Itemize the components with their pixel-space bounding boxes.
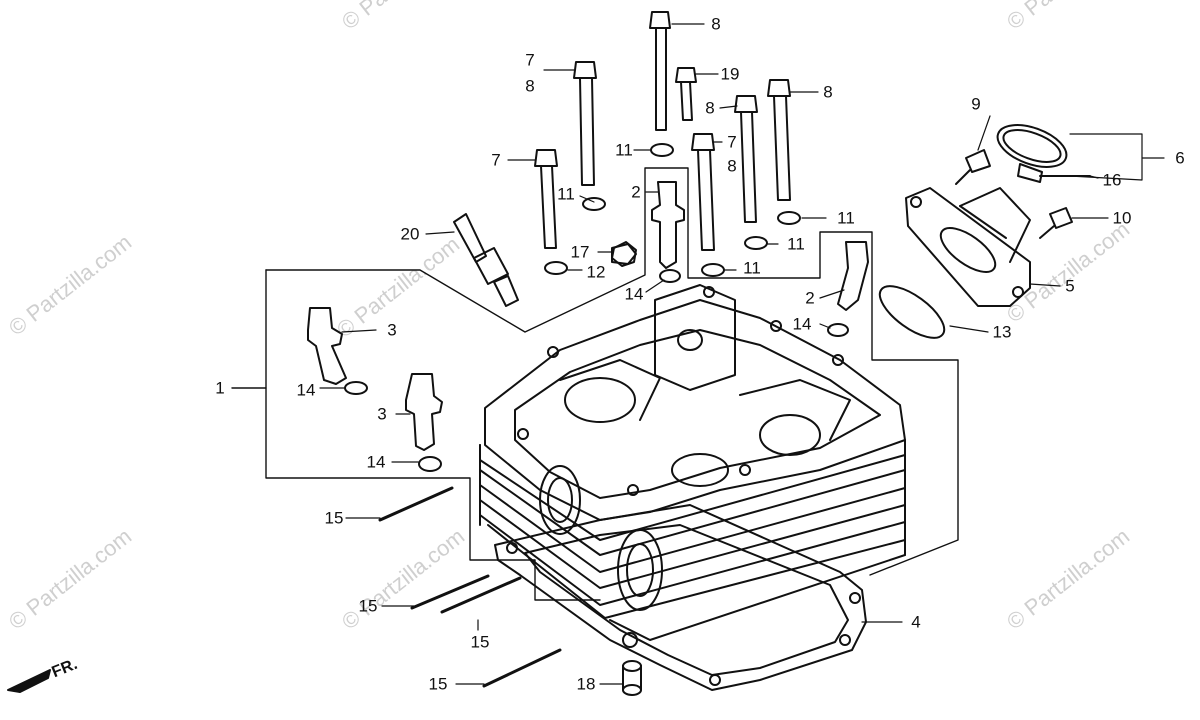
callout-7: 7	[491, 150, 501, 170]
callout-9: 9	[971, 94, 981, 114]
callout-14: 14	[624, 284, 644, 304]
callout-1: 1	[215, 378, 225, 398]
dowel-pin	[622, 660, 642, 696]
o-rings	[344, 269, 849, 472]
hose-clamp	[955, 124, 1091, 239]
callout-14: 14	[296, 380, 316, 400]
nut-17	[611, 241, 637, 267]
callout-15: 15	[470, 632, 490, 652]
callout-18: 18	[576, 674, 596, 694]
cylinder-head	[479, 284, 906, 648]
callout-8: 8	[823, 82, 833, 102]
callout-14: 14	[792, 314, 812, 334]
callout-3: 3	[377, 404, 387, 424]
intake-pipe	[878, 187, 1031, 339]
callout-11: 11	[787, 234, 805, 254]
callout-12: 12	[586, 262, 606, 282]
callout-7: 7	[727, 132, 737, 152]
callout-8: 8	[727, 156, 737, 176]
assembly-bracket-1	[231, 167, 959, 601]
callout-11: 11	[837, 208, 855, 228]
valve-guides	[307, 181, 869, 451]
callout-17: 17	[570, 242, 590, 262]
callout-20: 20	[400, 224, 420, 244]
callout-8: 8	[711, 14, 721, 34]
callout-15: 15	[324, 508, 344, 528]
head-bolts	[534, 11, 791, 251]
callout-11: 11	[557, 184, 575, 204]
callout-14: 14	[366, 452, 386, 472]
spark-plug	[453, 213, 519, 307]
callout-4: 4	[911, 612, 921, 632]
leader-lines	[319, 23, 1165, 685]
callout-2: 2	[805, 288, 815, 308]
callout-15: 15	[358, 596, 378, 616]
callout-15: 15	[428, 674, 448, 694]
callout-11: 11	[615, 140, 633, 160]
callout-6: 6	[1175, 148, 1185, 168]
callout-11: 11	[743, 258, 761, 278]
callout-7: 7	[525, 50, 535, 70]
callout-5: 5	[1065, 276, 1075, 296]
washers	[544, 143, 801, 277]
callout-13: 13	[992, 322, 1012, 342]
callout-19: 19	[720, 64, 740, 84]
studs	[378, 486, 562, 688]
callout-2: 2	[631, 182, 641, 202]
callout-10: 10	[1112, 208, 1132, 228]
callout-8: 8	[525, 76, 535, 96]
callout-16: 16	[1102, 170, 1122, 190]
callout-3: 3	[387, 320, 397, 340]
callout-8: 8	[705, 98, 715, 118]
front-arrow-icon	[7, 669, 51, 693]
